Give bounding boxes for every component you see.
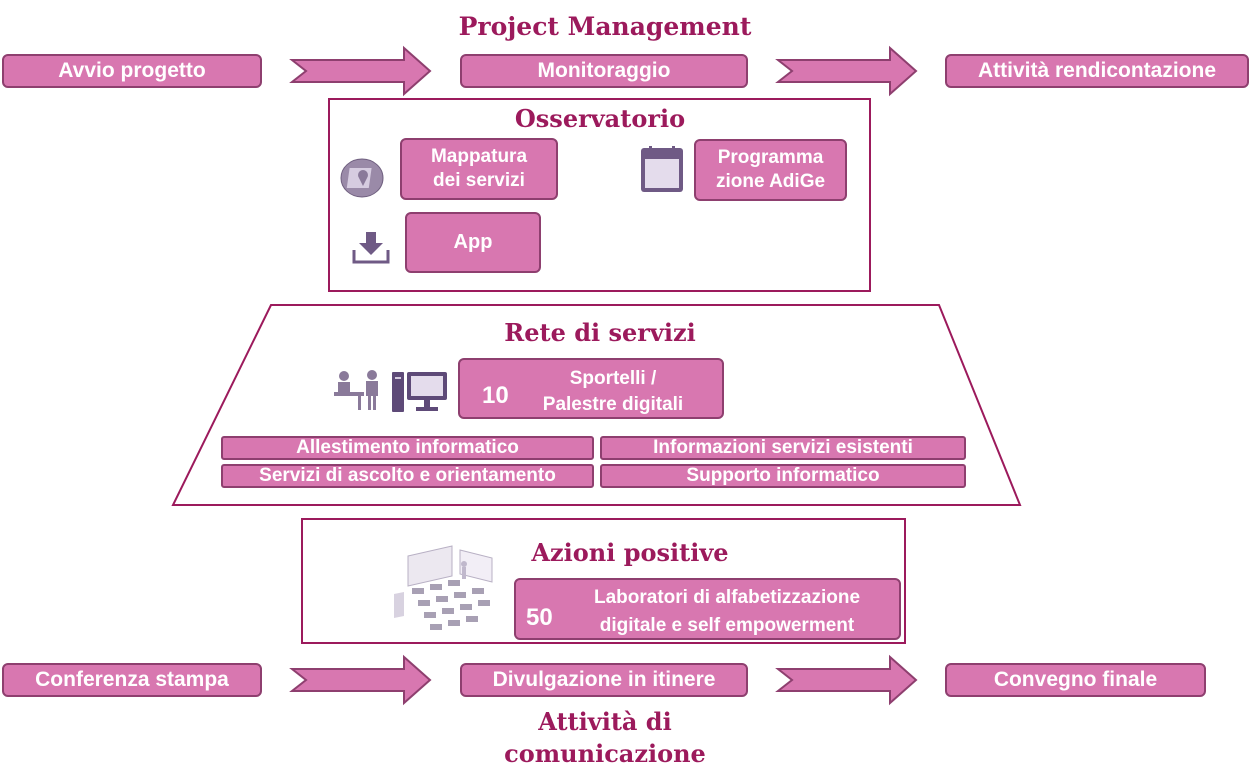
programmazione-box: Programma zione AdiGe (694, 139, 847, 201)
communication-title-line2: comunicazione (504, 739, 706, 768)
step-conferenza-stampa: Conferenza stampa (2, 663, 262, 697)
observatory-title: Osservatorio (514, 104, 686, 133)
download-icon (352, 232, 390, 264)
service-informazioni: Informazioni servizi esistenti (600, 436, 966, 460)
sportelli-count: 10 (482, 382, 509, 409)
step-attivita-rendicontazione: Attività rendicontazione (945, 54, 1249, 88)
help-desk-icon (334, 370, 378, 410)
service-allestimento: Allestimento informatico (221, 436, 594, 460)
service-ascolto: Servizi di ascolto e orientamento (221, 464, 594, 488)
network-title: Rete di servizi (504, 318, 696, 347)
classroom-icon (394, 545, 493, 630)
step-divulgazione: Divulgazione in itinere (460, 663, 748, 697)
laboratori-count: 50 (526, 604, 553, 631)
app-box: App (405, 212, 541, 273)
calendar-icon (641, 146, 683, 192)
map-pin-icon (340, 158, 384, 198)
mappatura-line1: Mappatura (430, 146, 528, 168)
sportelli-box: 10 Sportelli / Palestre digitali (458, 358, 724, 419)
arrow-icon (775, 654, 918, 706)
step-avvio-progetto: Avvio progetto (2, 54, 262, 88)
project-management-title: Project Management (458, 12, 752, 41)
service-supporto: Supporto informatico (600, 464, 966, 488)
arrow-icon (775, 45, 918, 97)
laboratori-line2: digitale e self empowerment (599, 614, 855, 636)
computer-icon (392, 372, 447, 412)
laboratori-box: 50 Laboratori di alfabetizzazione digita… (514, 578, 901, 640)
communication-title-line1: Attività di (538, 707, 672, 736)
sportelli-line2: Palestre digitali (542, 393, 684, 415)
positive-actions-title: Azioni positive (531, 538, 729, 567)
laboratori-line1: Laboratori di alfabetizzazione (593, 587, 861, 608)
step-convegno-finale: Convegno finale (945, 663, 1206, 697)
sportelli-line1: Sportelli / (569, 368, 657, 389)
arrow-icon (289, 45, 432, 97)
arrow-icon (289, 654, 432, 706)
mappatura-line2: dei servizi (433, 170, 525, 191)
communication-title: Attività di comunicazione (440, 706, 770, 770)
programmazione-line2: zione AdiGe (715, 171, 826, 192)
step-monitoraggio: Monitoraggio (460, 54, 748, 88)
mappatura-box: Mappatura dei servizi (400, 138, 558, 200)
programmazione-line1: Programma (717, 147, 824, 169)
